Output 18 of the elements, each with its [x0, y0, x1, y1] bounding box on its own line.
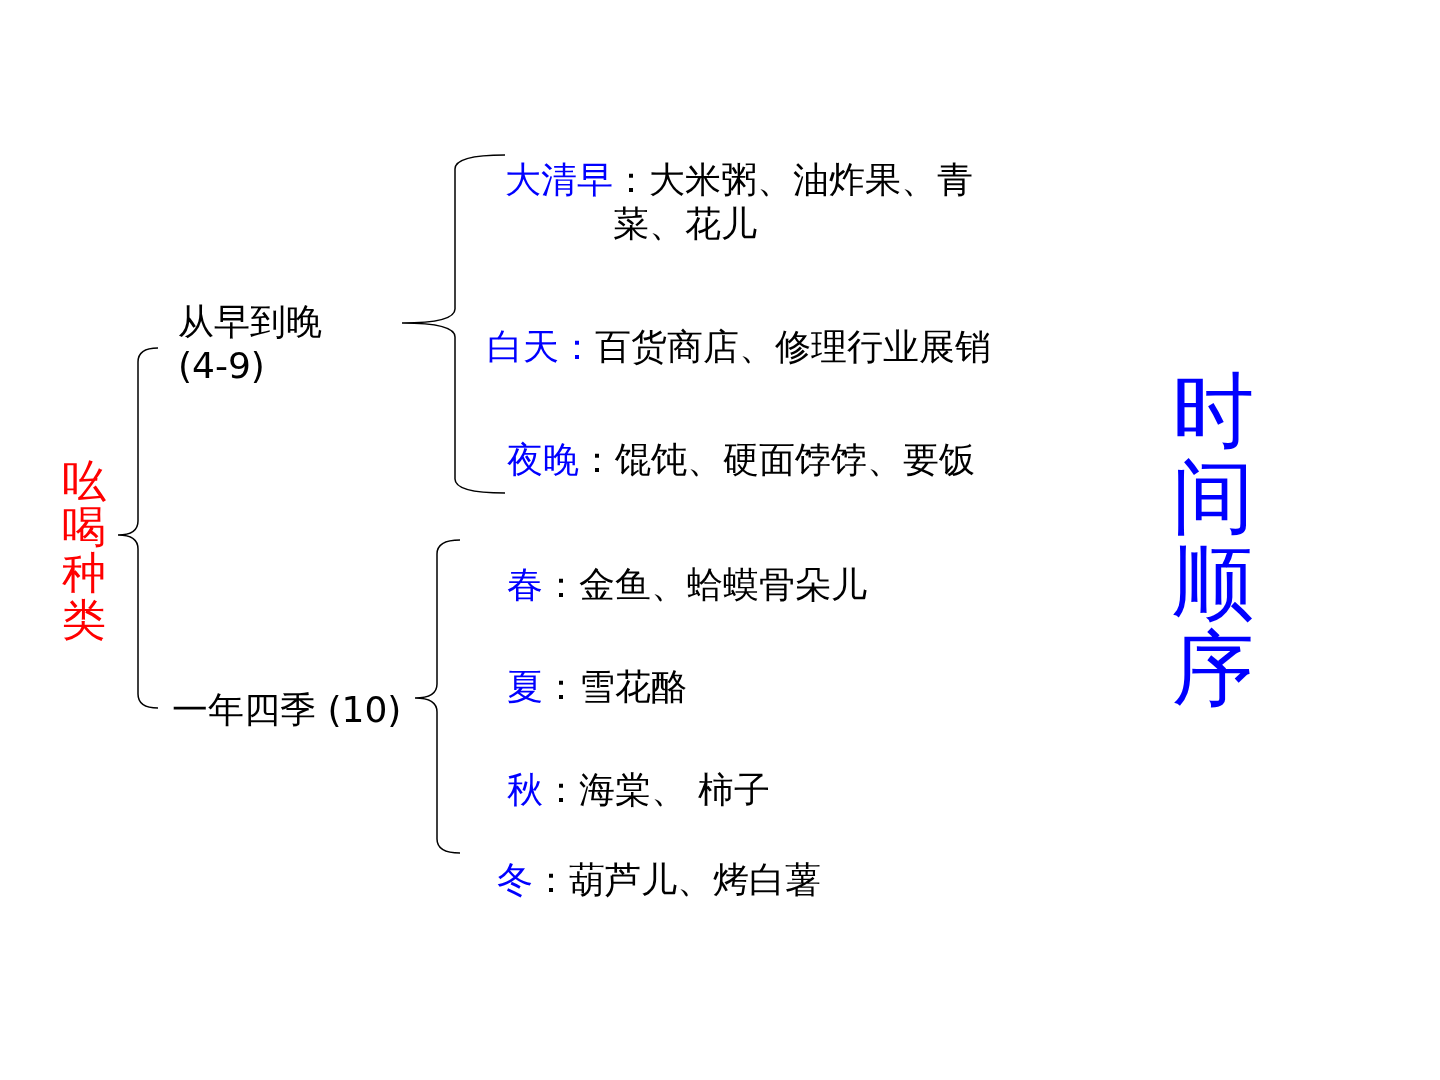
item-heading: 春	[507, 563, 543, 607]
branch-label: 从早到晚 (4-9)	[178, 300, 348, 388]
item-heading: 夏	[507, 665, 543, 709]
item-list: 百货商店、修理行业展销	[595, 325, 991, 369]
item-list: ：大米粥、油炸果、青菜、花儿	[613, 158, 1001, 246]
item-list: ：馄饨、硬面饽饽、要饭	[579, 438, 975, 482]
item-list: ：葫芦儿、烤白薯	[533, 858, 821, 902]
item-heading: 冬	[497, 858, 533, 902]
item-list: ：海棠、 柿子	[543, 768, 771, 812]
vertical-heading: 吆喝种类	[62, 458, 112, 643]
item-heading: 夜晚	[507, 438, 579, 482]
vertical-heading: 时间顺序	[1172, 368, 1258, 713]
item-list: ：雪花酪	[543, 665, 687, 709]
branch-label: 一年四季 (10)	[172, 688, 402, 732]
item-heading: 白天：	[487, 325, 595, 369]
item-heading: 大清早	[505, 158, 613, 202]
item-list: ：金鱼、蛤蟆骨朵儿	[543, 563, 867, 607]
item-heading: 秋	[507, 768, 543, 812]
